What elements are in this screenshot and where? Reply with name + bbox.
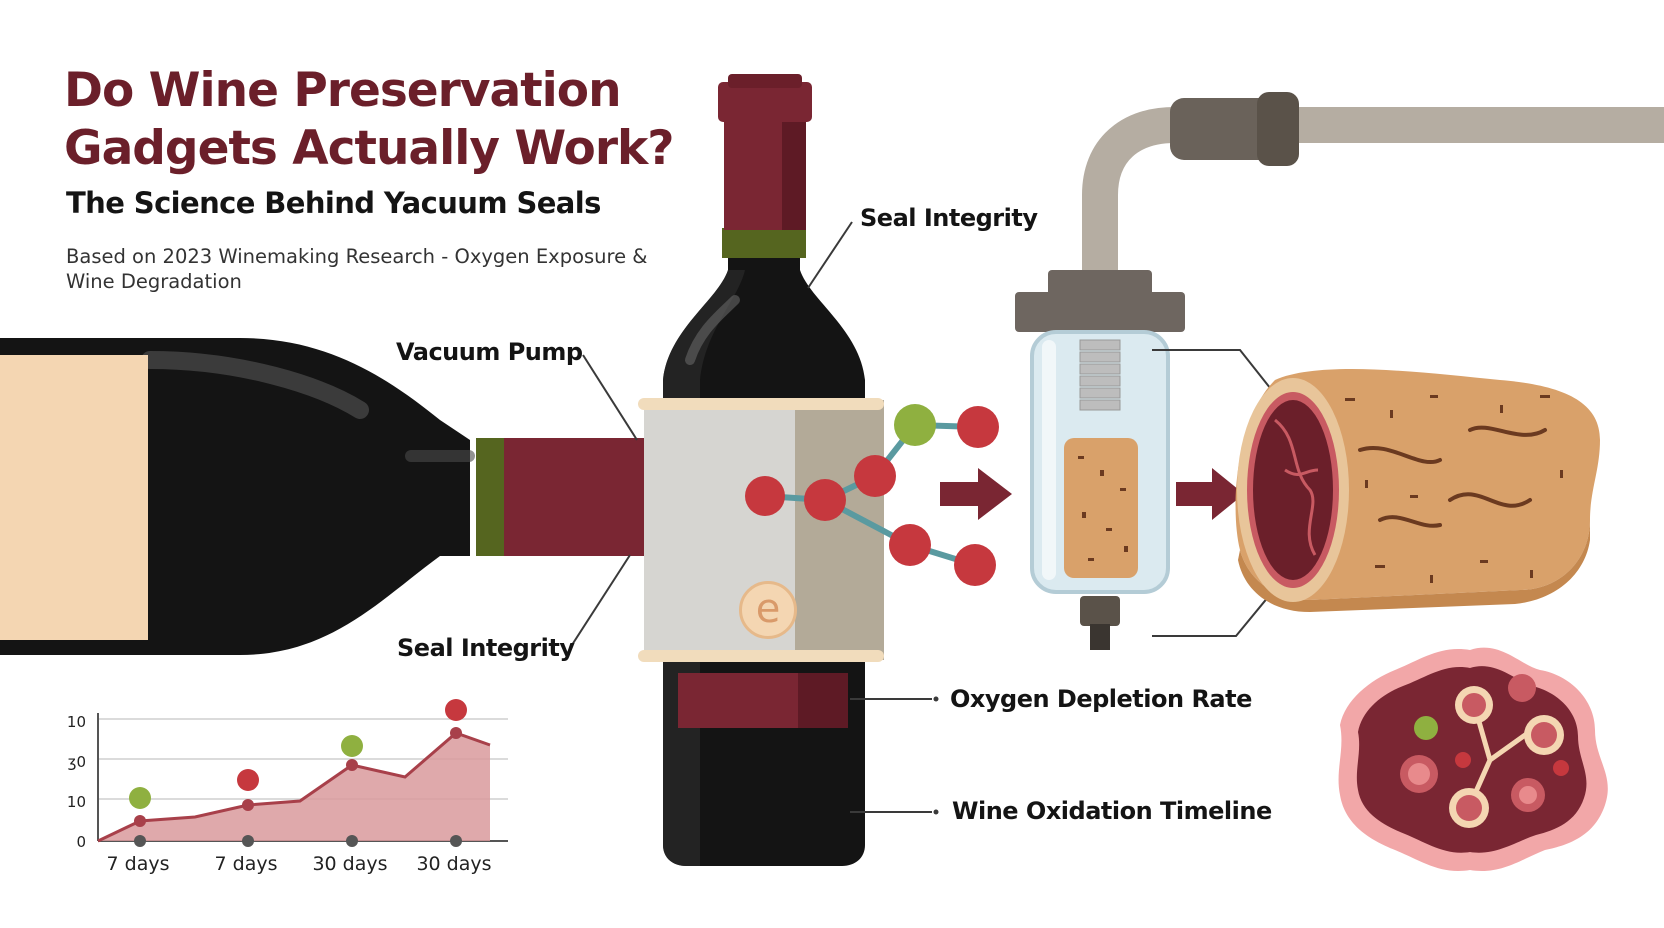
arrow-right-icon [1176, 468, 1244, 520]
callout-vacuum-pump: Vacuum Pump [396, 338, 583, 366]
chart-axis-dot [450, 835, 462, 847]
chart-axis-dot [134, 835, 146, 847]
chart-y-tick-label: 10 [67, 793, 86, 811]
chart-data-point [450, 727, 462, 739]
chart-y-tick-label: 0 [76, 833, 86, 851]
oxidation-chart: 7 days 7 days 30 days 30 days 0 10 ʒ0 10 [67, 699, 508, 875]
chart-data-point [242, 799, 254, 811]
badge-glyph: e [755, 586, 781, 632]
horizontal-bottle [0, 338, 720, 655]
cork-cross-section [1235, 369, 1600, 612]
page-title: Do Wine Preservation Gadgets Actually Wo… [64, 63, 675, 176]
pump-hose [1082, 92, 1664, 270]
chart-axis-dot [242, 835, 254, 847]
chart-y-tick-label: ʒ0 [68, 753, 86, 771]
vertical-bottle [638, 74, 884, 866]
chart-marker-red [237, 769, 259, 791]
pump-cylinder [1015, 270, 1185, 650]
arrow-right-icon [940, 468, 1012, 520]
chart-x-tick-label: 30 days [312, 853, 387, 875]
chart-x-tick-label: 30 days [416, 853, 491, 875]
callout-oxygen-depletion: Oxygen Depletion Rate [950, 685, 1252, 713]
callout-seal-integrity-bottom: Seal Integrity [397, 634, 575, 662]
page-subtitle: The Science Behind Yacuum Seals [66, 186, 601, 220]
pump-badge-icon: e [739, 581, 797, 639]
chart-series-line [97, 731, 491, 843]
callout-seal-integrity-top: Seal Integrity [860, 204, 1038, 232]
chart-x-tick-label: 7 days [215, 853, 278, 875]
chart-y-tick-label: 10 [67, 713, 86, 731]
chart-area [98, 733, 490, 841]
source-note: Based on 2023 Winemaking Research - Oxyg… [66, 245, 648, 293]
chart-x-tick-label: 7 days [107, 853, 170, 875]
chart-axis-dot [346, 835, 358, 847]
chart-data-point [134, 815, 146, 827]
chart-marker-red [445, 699, 467, 721]
callout-oxidation-timeline: Wine Oxidation Timeline [952, 797, 1272, 825]
chart-data-point [346, 759, 358, 771]
chart-marker-green [341, 735, 363, 757]
wine-cell-cluster [1338, 647, 1608, 871]
chart-marker-green [129, 787, 151, 809]
